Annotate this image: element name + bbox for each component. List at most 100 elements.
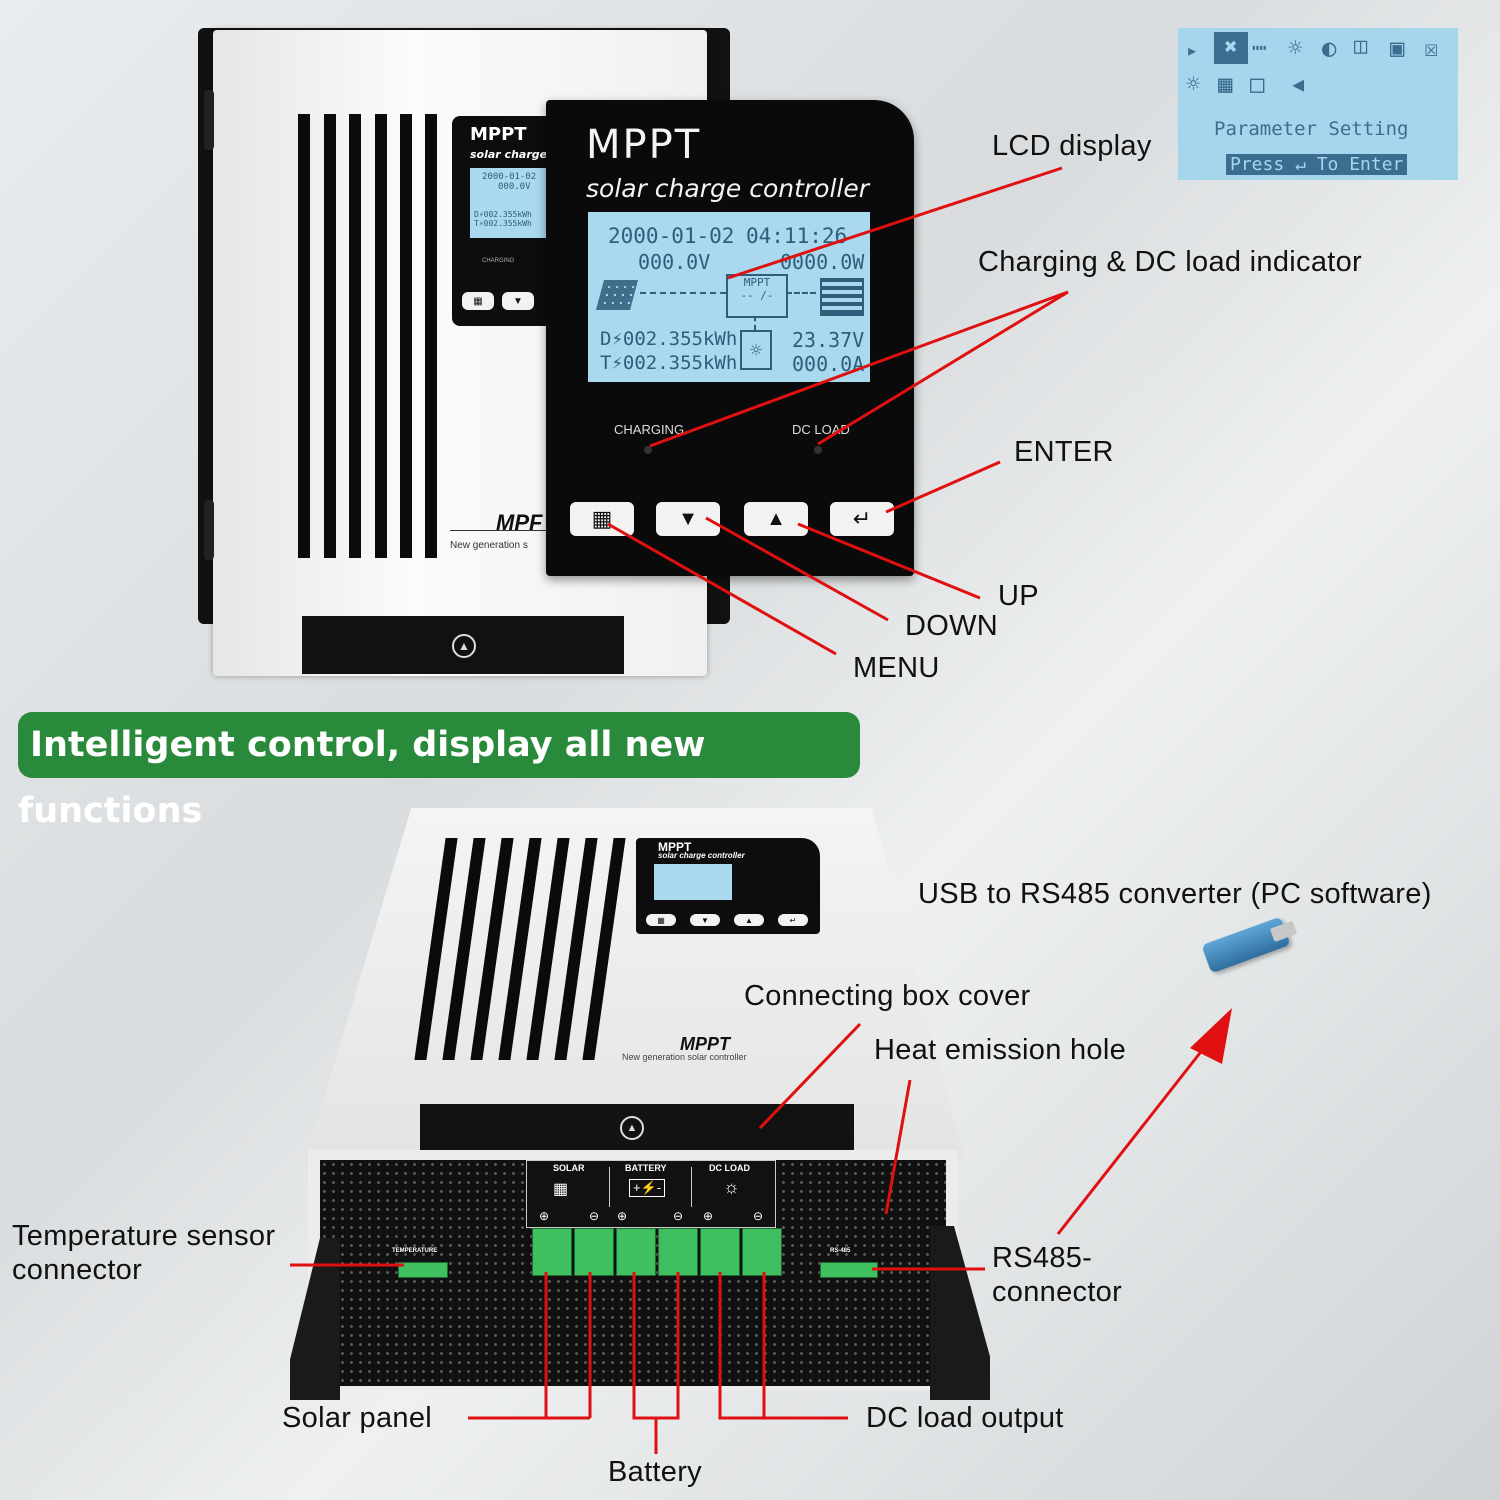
bottom-down-button: ▼ bbox=[690, 914, 720, 926]
left-arrow-icon: ◀ bbox=[1292, 72, 1305, 96]
small-charging-label: CHARGING bbox=[482, 258, 515, 264]
solar-positive-terminal[interactable] bbox=[532, 1228, 572, 1276]
minus-icon: ⊖ bbox=[589, 1209, 600, 1223]
label-usb-converter: USB to RS485 converter (PC software) bbox=[918, 878, 1432, 910]
bottom-footer-brand: MPPT bbox=[680, 1034, 731, 1054]
vent-slot bbox=[425, 114, 437, 558]
temperature-port-label: TEMPERATURE bbox=[392, 1248, 438, 1254]
lcd-pv-voltage: 000.0V bbox=[638, 250, 711, 274]
rs485-port[interactable] bbox=[820, 1262, 878, 1278]
small-front-panel: MPPT solar charge 2000-01-02 000.0V D⚡00… bbox=[452, 116, 562, 326]
brightness-icon: ☼ bbox=[1288, 34, 1303, 62]
battery-icon: +⚡- bbox=[629, 1179, 666, 1197]
down-button[interactable]: ▼ bbox=[656, 502, 720, 536]
top-footer-brand: MPF bbox=[496, 510, 543, 535]
label-temperature-connector: connector bbox=[12, 1254, 143, 1286]
flow-line bbox=[786, 292, 816, 294]
temperature-port[interactable] bbox=[398, 1262, 448, 1278]
battery-positive-terminal[interactable] bbox=[616, 1228, 656, 1276]
small-lcd-pv: 000.0V bbox=[498, 182, 531, 192]
bottom-panel-brand: MPPT bbox=[658, 840, 692, 854]
small-menu-button: ▦ bbox=[462, 292, 494, 310]
menu-button[interactable]: ▦ bbox=[570, 502, 634, 536]
label-dc-load-output: DC load output bbox=[866, 1402, 1064, 1434]
mount-clip bbox=[204, 500, 214, 560]
label-connecting-box-cover: Connecting box cover bbox=[744, 980, 1031, 1012]
solar-negative-terminal[interactable] bbox=[574, 1228, 614, 1276]
reset-icon: ☒ bbox=[1424, 34, 1439, 62]
small-lcd-t: T⚡002.355kWh bbox=[474, 219, 532, 228]
small-brand: MPPT bbox=[470, 124, 527, 145]
dc-load-led bbox=[814, 446, 822, 454]
flow-line bbox=[640, 292, 726, 294]
charging-led bbox=[644, 446, 652, 454]
small-lcd-date: 2000-01-02 bbox=[482, 172, 537, 182]
label-down: DOWN bbox=[905, 610, 999, 642]
contrast-icon: ◐ bbox=[1322, 34, 1337, 62]
screw-icon: ▲ bbox=[620, 1116, 644, 1140]
terminal-group-solar: SOLAR bbox=[553, 1163, 585, 1173]
rs485-port-label: RS-485 bbox=[830, 1248, 851, 1254]
label-rs485: RS485- bbox=[992, 1242, 1093, 1274]
minus-icon: ⊖ bbox=[753, 1209, 764, 1223]
terminal-group-battery: BATTERY bbox=[625, 1163, 667, 1173]
label-battery: Battery bbox=[608, 1456, 702, 1488]
bottom-menu-button: ▦ bbox=[646, 914, 676, 926]
tools-icon: ✖ bbox=[1214, 32, 1248, 64]
label-enter: ENTER bbox=[1014, 436, 1114, 468]
load-positive-terminal[interactable] bbox=[700, 1228, 740, 1276]
solar-icon: ▦ bbox=[553, 1181, 569, 1198]
top-footer-sub: New generation s bbox=[450, 540, 528, 551]
label-menu: MENU bbox=[853, 652, 940, 684]
flow-line bbox=[754, 316, 756, 330]
mount-clip bbox=[204, 90, 214, 150]
lcd-load-current: 000.0A bbox=[792, 352, 865, 376]
sound-icon: ◫ bbox=[1354, 34, 1368, 59]
mount-foot-left bbox=[290, 1238, 340, 1400]
battery-icon bbox=[820, 278, 864, 316]
screw-icon: ▲ bbox=[452, 634, 476, 658]
panel-brand: MPPT bbox=[586, 122, 702, 168]
enter-button[interactable]: ↵ bbox=[830, 502, 894, 536]
usb-plug bbox=[1269, 920, 1298, 943]
screen-prompt: Press ↵ To Enter bbox=[1226, 154, 1408, 175]
feature-banner: Intelligent control, display all new fun… bbox=[18, 712, 860, 831]
battery-negative-terminal[interactable] bbox=[658, 1228, 698, 1276]
panel-subtitle: solar charge controller bbox=[586, 174, 870, 203]
network-icon: ▦ bbox=[1218, 70, 1233, 98]
charging-indicator-label: CHARGING bbox=[614, 422, 685, 437]
bulb-icon: ☼ bbox=[1186, 70, 1201, 98]
small-subtitle: solar charge bbox=[470, 148, 548, 161]
load-negative-terminal[interactable] bbox=[742, 1228, 782, 1276]
small-down-button: ▼ bbox=[502, 292, 534, 310]
minus-icon: ⊖ bbox=[673, 1209, 684, 1223]
lcd-battery-voltage: 23.37V bbox=[792, 328, 865, 352]
plus-icon: ⊕ bbox=[617, 1209, 628, 1223]
vent-slot bbox=[349, 114, 361, 558]
terminal-group-dc-load: DC LOAD bbox=[709, 1163, 750, 1173]
vent-slot bbox=[298, 114, 310, 558]
up-button[interactable]: ▲ bbox=[744, 502, 808, 536]
clock-icon: ┉ bbox=[1252, 34, 1267, 62]
dc-load-indicator-label: DC LOAD bbox=[792, 422, 850, 437]
bottom-lcd bbox=[654, 864, 732, 900]
arrow-head-icon bbox=[1190, 1008, 1232, 1064]
lcd-time: 04:11:26 bbox=[746, 224, 848, 248]
lcd-daily-energy: D⚡002.355kWh bbox=[600, 328, 738, 350]
main-lcd: 2000-01-02 04:11:26 000.0V 0000.0W MPPT-… bbox=[588, 212, 870, 382]
vent-slot bbox=[375, 114, 387, 558]
usb-rs485-converter-icon bbox=[1201, 916, 1298, 974]
solar-panel-icon bbox=[595, 280, 639, 310]
lcd-mppt-box: MPPT-- /- bbox=[726, 274, 788, 318]
bulb-icon: ☼ bbox=[723, 1177, 740, 1197]
bottom-front-panel: MPPT solar charge controller ▦ ▼ ▲ ↵ bbox=[636, 838, 820, 934]
label-up: UP bbox=[998, 580, 1039, 612]
vent-slot bbox=[324, 114, 336, 558]
bottom-panel-subtitle: solar charge controller bbox=[658, 851, 745, 860]
bottom-up-button: ▲ bbox=[734, 914, 764, 926]
small-lcd: 2000-01-02 000.0V D⚡002.355kWh T⚡002.355… bbox=[470, 168, 550, 238]
lcd-total-energy: T⚡002.355kWh bbox=[600, 352, 738, 374]
label-temperature-sensor: Temperature sensor bbox=[12, 1220, 276, 1252]
label-lcd-display: LCD display bbox=[992, 130, 1152, 162]
language-icon: □ bbox=[1250, 70, 1265, 98]
